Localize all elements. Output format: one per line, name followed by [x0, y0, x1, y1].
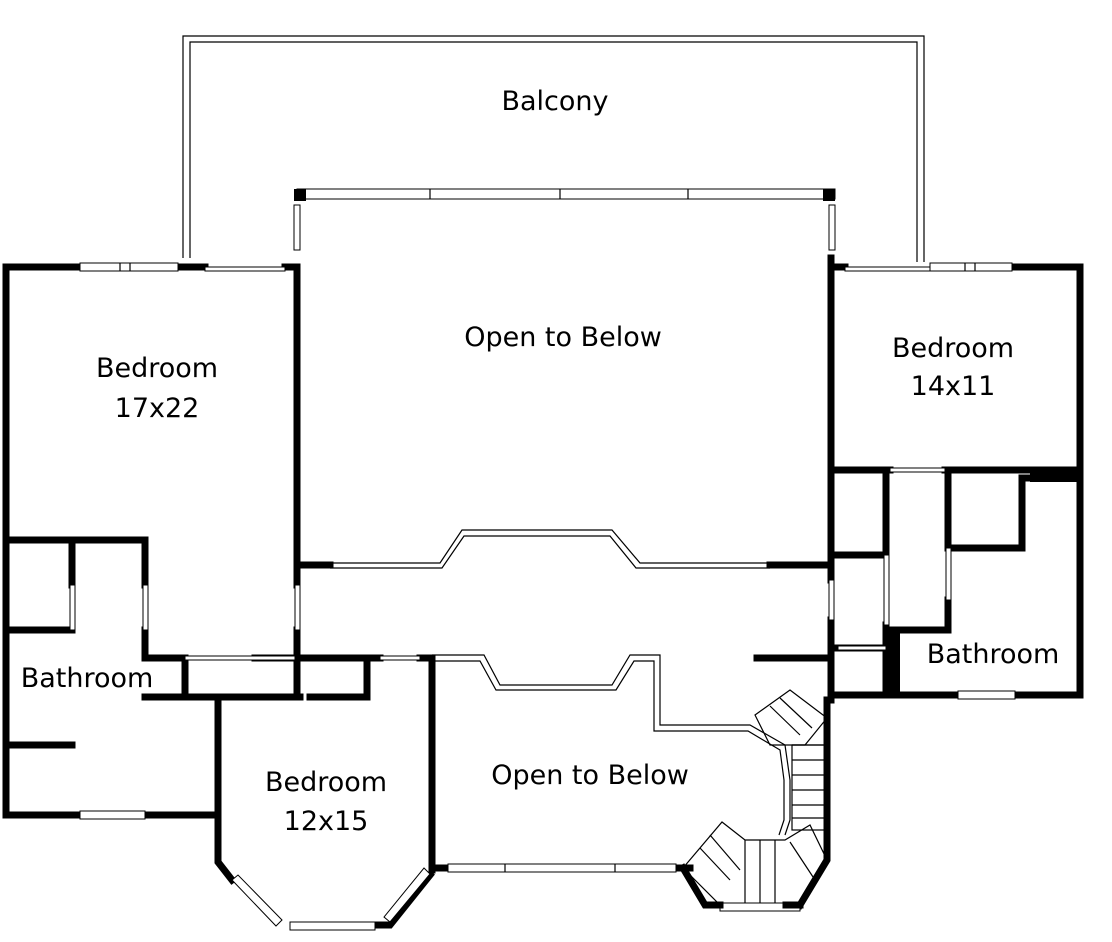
open-to-below-lower-label: Open to Below: [491, 760, 689, 791]
upper-window-strip: [293, 188, 836, 251]
exterior-walls: [2, 254, 1084, 929]
staircase: [678, 689, 828, 912]
open-to-below-railing-lower: [432, 654, 791, 836]
open-to-below-upper-label: Open to Below: [464, 322, 662, 353]
bathroom-right-label: Bathroom: [927, 639, 1060, 670]
bedroom-right-name: Bedroom: [892, 333, 1014, 364]
bedroom-right-size: 14x11: [911, 371, 996, 402]
bedroom-left-name: Bedroom: [96, 353, 218, 384]
balcony-railing: [182, 35, 925, 262]
door-openings: [69, 266, 952, 661]
balcony-label: Balcony: [501, 86, 608, 117]
bedroom-bottom-name: Bedroom: [265, 767, 387, 798]
bathroom-left-label: Bathroom: [21, 663, 154, 694]
windows: [79, 262, 1016, 931]
open-to-below-railing-upper: [330, 529, 770, 569]
bedroom-left-size: 17x22: [115, 393, 200, 424]
bedroom-bottom-size: 12x15: [284, 806, 369, 837]
